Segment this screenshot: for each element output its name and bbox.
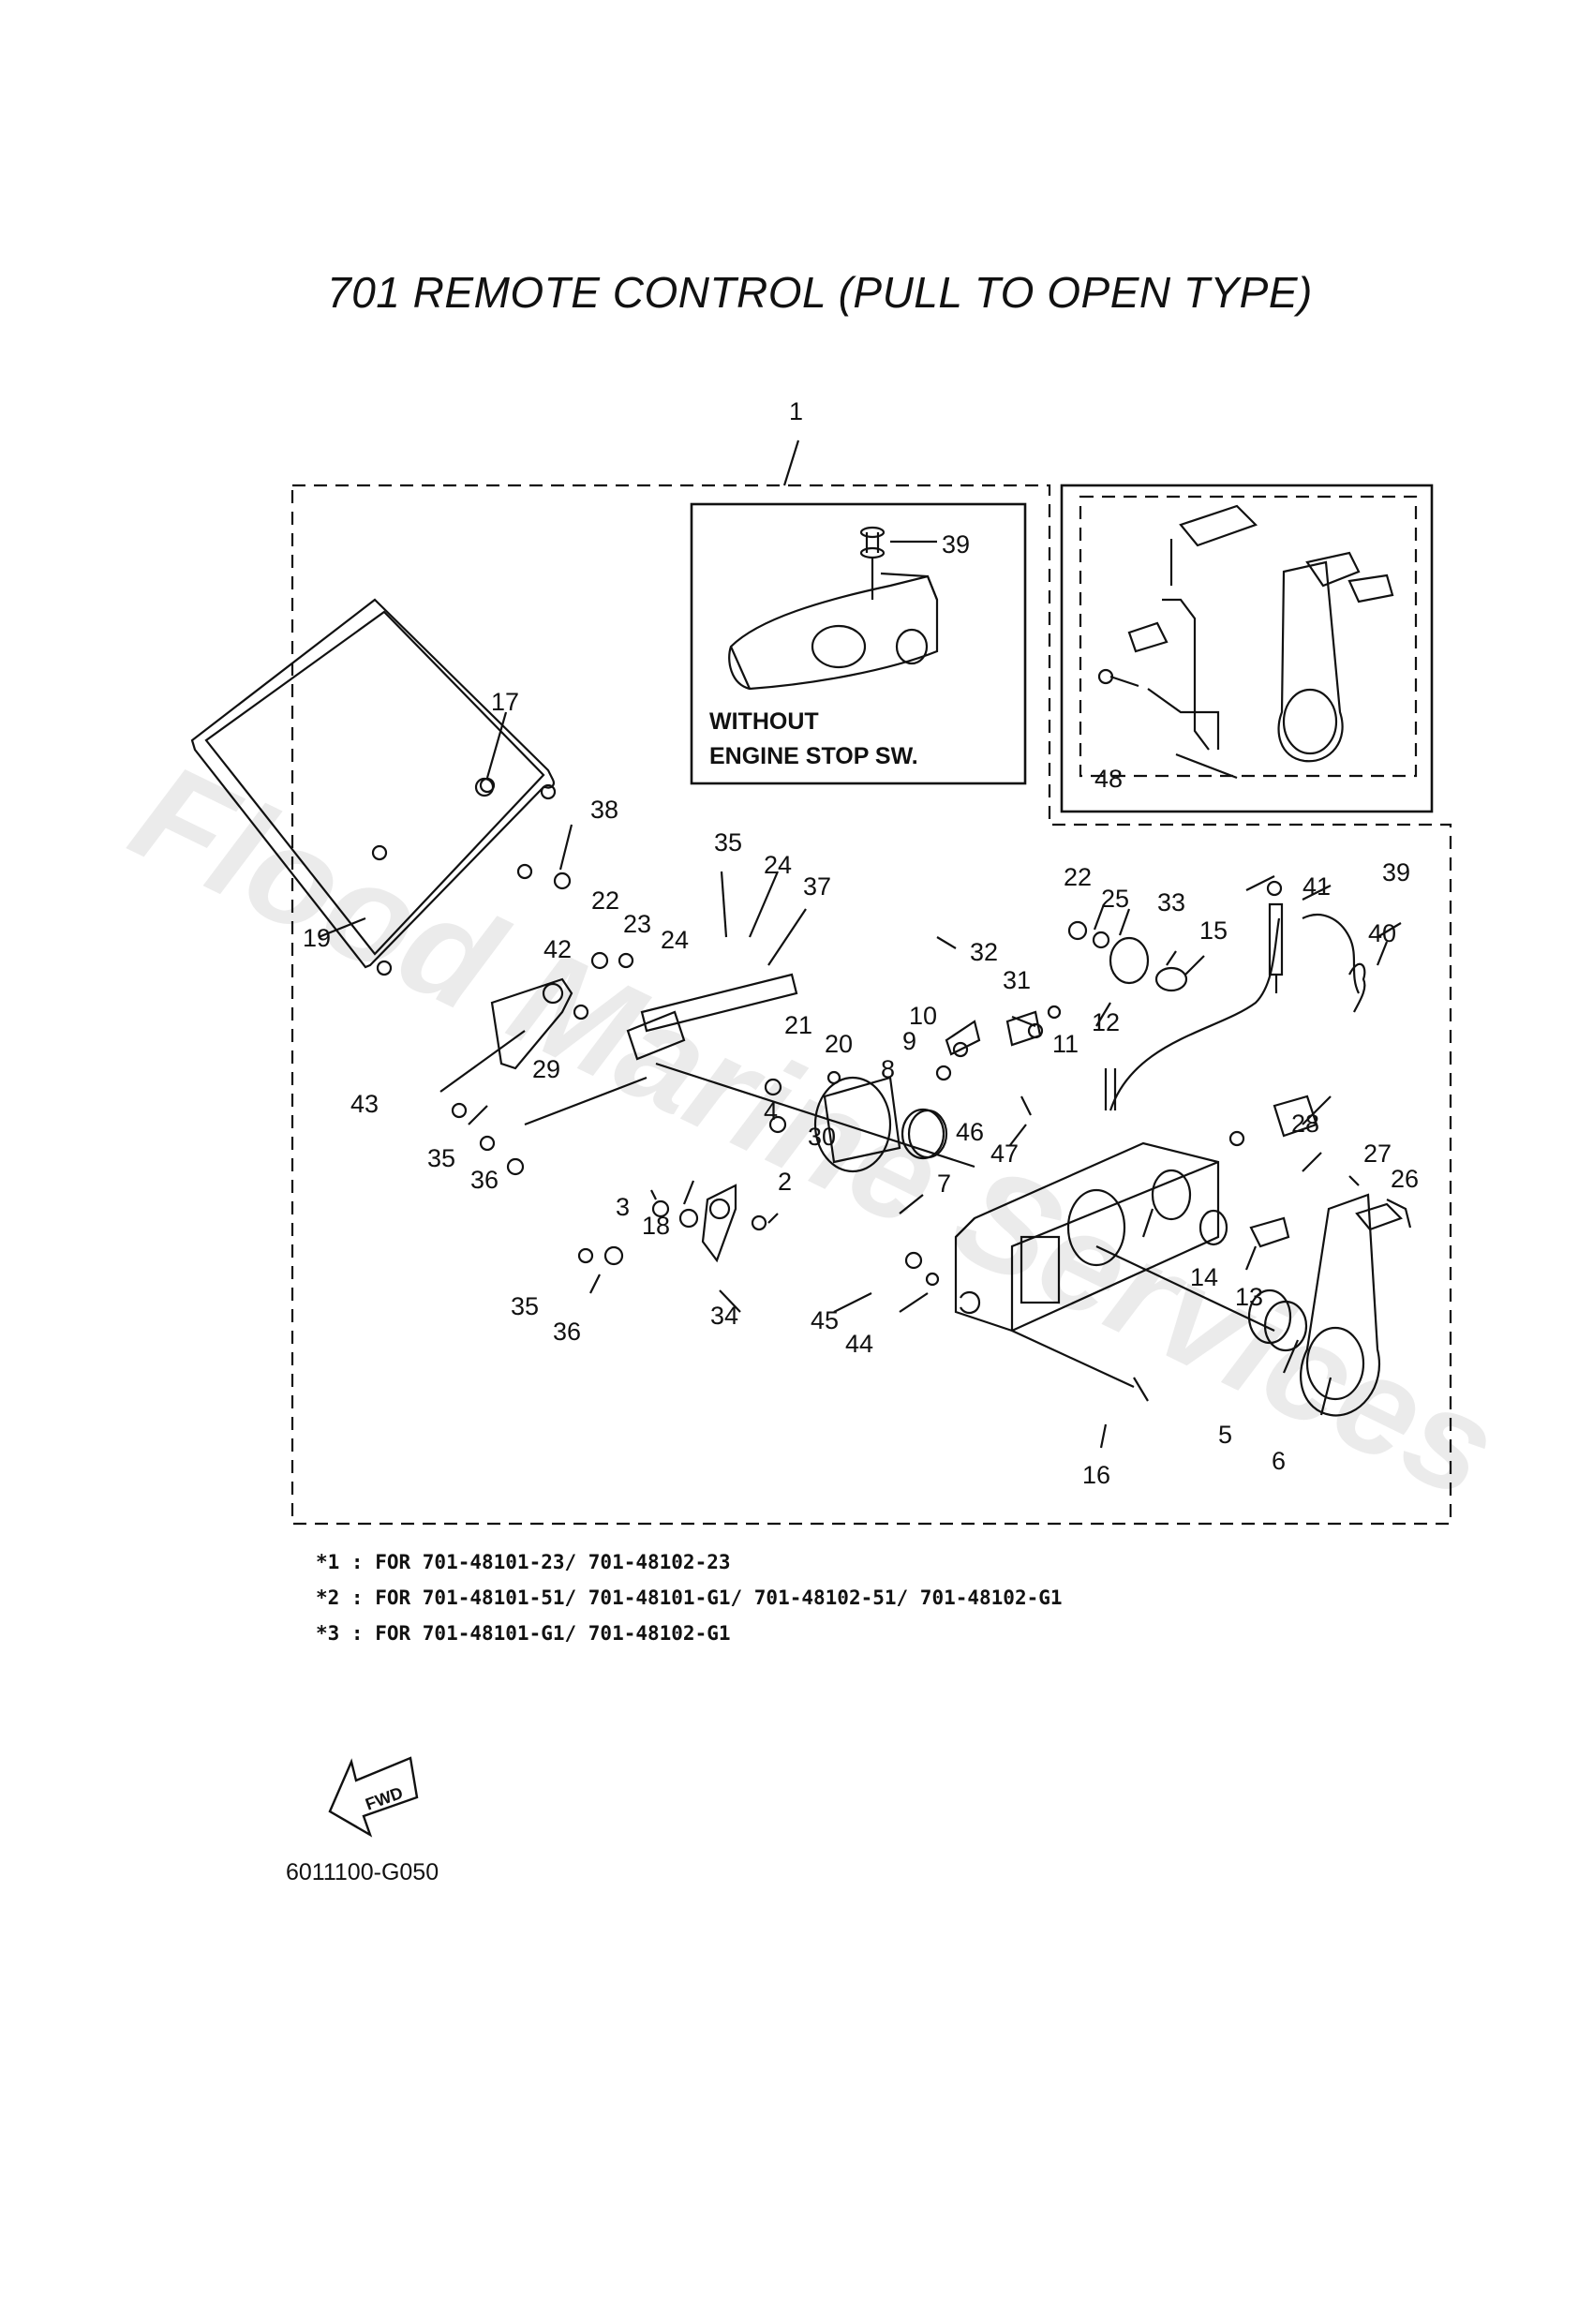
callout-22: 22 <box>1064 863 1092 891</box>
callout-27: 27 <box>1363 1140 1392 1168</box>
screw-16-drawing <box>1011 1330 1149 1402</box>
callout-7: 7 <box>937 1169 951 1198</box>
callout-5: 5 <box>1218 1421 1232 1449</box>
small-parts <box>451 777 1308 1352</box>
callout-48: 48 <box>1094 765 1123 793</box>
callout-11: 11 <box>1052 1030 1079 1058</box>
callout-14: 14 <box>1190 1263 1218 1291</box>
control-housing-drawing <box>954 917 1281 1333</box>
callout-16: 16 <box>1082 1461 1110 1489</box>
callout-1: 1 <box>789 397 803 425</box>
callout-39: 39 <box>1382 858 1410 886</box>
callout-33: 33 <box>1157 888 1185 916</box>
callout-24: 24 <box>764 851 792 879</box>
callout-41: 41 <box>1303 872 1331 901</box>
plate-19-drawing <box>190 598 557 976</box>
note-3: *3 : FOR 701-48101-G1/ 701-48102-G1 <box>316 1622 731 1645</box>
callout-28: 28 <box>1291 1110 1319 1138</box>
fwd-arrow-icon <box>328 1756 419 1838</box>
callout-36: 36 <box>553 1318 581 1346</box>
callout-4: 4 <box>764 1097 778 1125</box>
callout-43: 43 <box>350 1090 379 1118</box>
inset-without-stop-frame <box>690 502 1027 785</box>
callout-19: 19 <box>303 924 331 952</box>
inset-lever-frame <box>1060 484 1434 813</box>
callout-8: 8 <box>881 1055 895 1083</box>
callout-42: 42 <box>543 935 572 963</box>
callout-31: 31 <box>1003 966 1031 994</box>
callout-32: 32 <box>970 938 998 966</box>
callout-44: 44 <box>845 1330 873 1358</box>
callout-21: 21 <box>784 1011 812 1039</box>
callout-25: 25 <box>1101 885 1129 913</box>
callout-labels: 1 39 17 38 19 48 35 24 37 22 23 24 42 22… <box>303 397 1419 1489</box>
callout-3: 3 <box>616 1193 630 1221</box>
inset-without-label: WITHOUT <box>709 708 819 735</box>
callout-23: 23 <box>623 910 651 938</box>
callout-30: 30 <box>808 1123 836 1151</box>
note-2: *2 : FOR 701-48101-51/ 701-48101-G1/ 701… <box>316 1587 1063 1609</box>
note-1: *1 : FOR 701-48101-23/ 701-48102-23 <box>316 1551 731 1573</box>
callout-12: 12 <box>1092 1008 1120 1036</box>
leader-lines <box>318 711 1402 1449</box>
housing-top-drawing <box>728 526 939 691</box>
callout-34: 34 <box>710 1302 738 1330</box>
arm-linkage-drawing <box>524 973 975 1169</box>
callout-37: 37 <box>803 872 831 901</box>
page-title: 701 REMOTE CONTROL (PULL TO OPEN TYPE) <box>327 268 1313 317</box>
reference-code: 6011100-G050 <box>286 1859 439 1885</box>
callout-45: 45 <box>811 1306 839 1334</box>
callout-10: 10 <box>909 1002 937 1030</box>
stop-switch-drawing <box>1268 902 1366 1013</box>
callout-22: 22 <box>591 886 619 915</box>
bracket-42-drawing <box>490 977 573 1070</box>
callout-35: 35 <box>427 1144 455 1172</box>
callout-47: 47 <box>990 1140 1019 1168</box>
callout-38: 38 <box>590 796 618 824</box>
assembly-border <box>290 484 1452 1526</box>
callout-36: 36 <box>470 1166 499 1194</box>
bracket-34-drawing <box>701 1184 737 1263</box>
callout-18: 18 <box>642 1212 670 1240</box>
callout-17: 17 <box>491 688 519 716</box>
callout-15: 15 <box>1199 916 1228 945</box>
callout-9: 9 <box>902 1027 916 1055</box>
callout-40: 40 <box>1368 919 1396 947</box>
inset-engine-stop-label: ENGINE STOP SW. <box>709 743 918 769</box>
notes-block: *1 : FOR 701-48101-23/ 701-48102-23 *2 :… <box>316 1544 1063 1651</box>
callout-20: 20 <box>825 1030 853 1058</box>
lever-inset-drawing <box>1097 504 1394 780</box>
callout-6: 6 <box>1272 1447 1286 1475</box>
callout-26: 26 <box>1391 1165 1419 1193</box>
callout-35: 35 <box>714 828 742 857</box>
callout-24: 24 <box>661 926 689 954</box>
callout-13: 13 <box>1235 1283 1263 1311</box>
callout-35: 35 <box>511 1292 539 1320</box>
callout-39: 39 <box>942 530 970 559</box>
callout-2: 2 <box>778 1168 792 1196</box>
callout-46: 46 <box>956 1118 984 1146</box>
callout-29: 29 <box>532 1055 560 1083</box>
